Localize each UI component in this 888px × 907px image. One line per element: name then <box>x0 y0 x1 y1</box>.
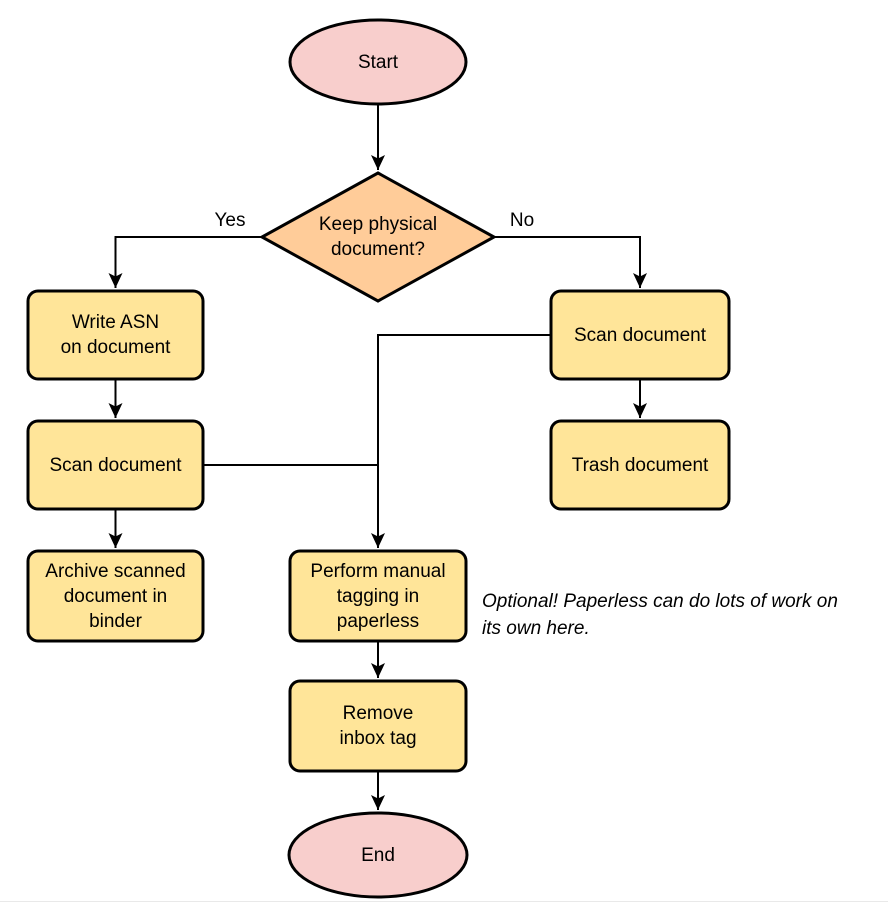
trash-node-shape <box>549 419 731 511</box>
archive-node-label: Archive scanned document in binder <box>45 560 186 632</box>
decision-node-label: Keep physical document? <box>318 214 438 260</box>
remove-inbox-node-shape <box>288 679 468 773</box>
end-node-label: End <box>361 844 395 866</box>
optional-note: Optional! Paperless can do lots of work … <box>482 591 838 639</box>
edge-decision-yes-to-write-asn <box>108 236 262 288</box>
end-node-shape <box>287 811 469 899</box>
archive-node-shape <box>26 549 205 643</box>
start-node-label: Start <box>357 51 399 73</box>
remove-inbox-node-label: Remove inbox tag <box>339 703 417 749</box>
write-asn-node-shape <box>26 289 205 381</box>
no-branch-label: No <box>509 210 535 231</box>
edge-scan-discard-to-tagging <box>371 334 551 548</box>
scan-keep-node-shape <box>26 419 205 511</box>
edge-decision-no-to-scan <box>494 236 647 288</box>
trash-node-label: Trash document <box>571 454 709 476</box>
write-asn-node-label: Write ASN on document <box>60 312 171 358</box>
start-node-shape <box>288 18 468 106</box>
decision-node-shape <box>258 171 498 303</box>
scan-keep-node-label: Scan document <box>49 454 182 476</box>
tagging-node-label: Perform manual tagging in paperless <box>310 560 446 632</box>
yes-branch-label: Yes <box>214 210 246 231</box>
scan-discard-node-label: Scan document <box>573 324 707 346</box>
scan-discard-node-shape <box>549 289 731 381</box>
bottom-divider <box>0 901 888 902</box>
tagging-node-shape <box>288 549 468 643</box>
